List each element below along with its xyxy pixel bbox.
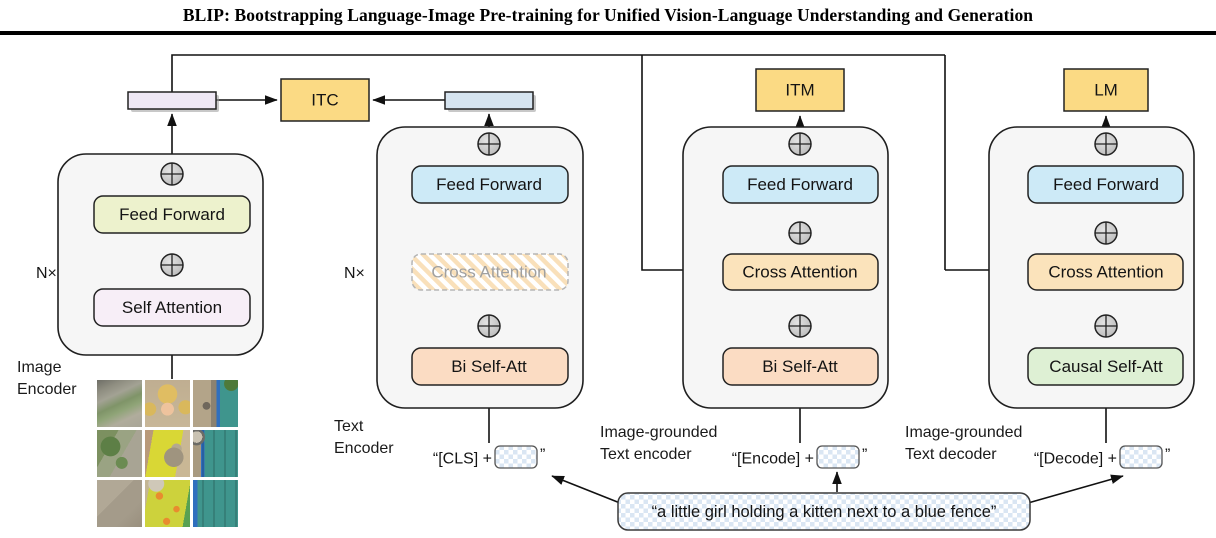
image-feed-forward-label: Feed Forward: [119, 205, 225, 224]
photo-patch: [97, 430, 142, 477]
decode-token-box: [1119, 445, 1163, 469]
image-encoder-column: Feed Forward Self Attention N× Image Enc…: [17, 91, 264, 398]
itc-head-box: [280, 78, 370, 122]
text-encoder-column: Feed Forward Cross Attention Bi Self-Att…: [334, 91, 584, 469]
page-title: BLIP: Bootstrapping Language-Image Pre-t…: [182, 5, 1034, 25]
plus-icon: [1094, 132, 1118, 156]
grounded-encoder-bi-self-att-block: [722, 347, 879, 386]
text-feed-forward-label: Feed Forward: [436, 175, 542, 194]
plus-icon: [477, 314, 501, 338]
text-encoder-label-line2: Encoder: [334, 440, 394, 457]
grounded-encoder-feed-forward-label: Feed Forward: [747, 175, 853, 194]
text-encoder-label-line1: Text: [334, 418, 364, 435]
grounded-decoder-feed-forward-block: [1027, 165, 1184, 204]
grounded-encoder-label-line2: Text encoder: [600, 446, 692, 463]
grounded-encoder-cross-attention-label: Cross Attention: [742, 263, 857, 282]
grounded-decoder-cross-attention-label: Cross Attention: [1048, 263, 1163, 282]
plus-icon: [1094, 314, 1118, 338]
grounded-encoder-label-line1: Image-grounded: [600, 424, 717, 441]
grounded-decoder-feed-forward-label: Feed Forward: [1053, 175, 1159, 194]
grounded-text-decoder-column: Feed Forward Cross Attention Causal Self…: [905, 126, 1195, 469]
encode-token-text: “[Encode] +: [732, 451, 814, 468]
decode-token-text: “[Decode] +: [1034, 451, 1117, 468]
grounded-text-encoder-column: Feed Forward Cross Attention Bi Self-Att…: [600, 126, 889, 469]
caption-text: “a little girl holding a kitten next to …: [652, 503, 997, 521]
text-embedding-box: [444, 91, 534, 110]
text-bi-self-att-label: Bi Self-Att: [451, 357, 527, 376]
disabled-cross-attention-block: [411, 253, 569, 291]
grounded-decoder-label-line1: Image-grounded: [905, 424, 1022, 441]
photo-patch: [97, 380, 142, 427]
photo-patch: [145, 430, 190, 477]
pretraining-heads: ITC ITM LM: [280, 68, 1149, 122]
cls-token-box: [494, 445, 538, 469]
grounded-decoder-cross-attention-block: [1027, 253, 1184, 291]
image-encoder-label-line1: Image: [17, 359, 62, 376]
plus-icon: [160, 162, 184, 186]
image-encoder-label-line2: Encoder: [17, 381, 77, 398]
photo-patch: [145, 380, 190, 427]
encode-token-close-quote: ”: [862, 447, 867, 464]
photo-patch: [193, 380, 238, 427]
text-feed-forward-block: [411, 165, 569, 204]
caption-input: “a little girl holding a kitten next to …: [617, 492, 1031, 531]
photo-patch: [193, 480, 238, 527]
text-encoder-repeat-label: N×: [344, 265, 365, 282]
title-rule: [0, 31, 1216, 35]
photo-patch: [193, 430, 238, 477]
itc-head-label: ITC: [311, 91, 338, 110]
image-encoder-repeat-label: N×: [36, 265, 57, 282]
text-bi-self-att-block: [411, 347, 569, 386]
causal-self-att-label: Causal Self-Att: [1049, 357, 1163, 376]
cls-token-close-quote: ”: [540, 447, 545, 464]
grounded-encoder-bi-self-att-label: Bi Self-Att: [762, 357, 838, 376]
photo-patch: [97, 480, 142, 527]
girl-kitten-photo: [97, 380, 238, 527]
plus-icon: [1094, 221, 1118, 245]
encode-token-box: [816, 445, 860, 469]
self-attention-block: [93, 288, 251, 327]
cls-token-text: “[CLS] +: [433, 451, 492, 468]
image-embedding-box: [127, 91, 217, 110]
plus-icon: [477, 132, 501, 156]
plus-icon: [788, 221, 812, 245]
causal-self-att-block: [1027, 347, 1184, 386]
caption-arrows: [551, 471, 1124, 504]
self-attention-label: Self Attention: [122, 298, 222, 317]
lm-head-label: LM: [1094, 81, 1118, 100]
plus-icon: [160, 253, 184, 277]
itm-head-box: [755, 68, 845, 112]
grounded-decoder-label-line2: Text decoder: [905, 446, 997, 463]
decode-token-close-quote: ”: [1165, 447, 1170, 464]
plus-icon: [788, 132, 812, 156]
photo-patch: [145, 480, 190, 527]
itm-head-label: ITM: [785, 81, 814, 100]
plus-icon: [788, 314, 812, 338]
caption-text-box: [617, 492, 1031, 531]
grounded-encoder-feed-forward-block: [722, 165, 879, 204]
lm-head-box: [1063, 68, 1149, 112]
image-feed-forward-block: [93, 195, 251, 234]
disabled-cross-attention-label: Cross Attention: [431, 263, 546, 282]
grounded-encoder-cross-attention-block: [722, 253, 879, 291]
